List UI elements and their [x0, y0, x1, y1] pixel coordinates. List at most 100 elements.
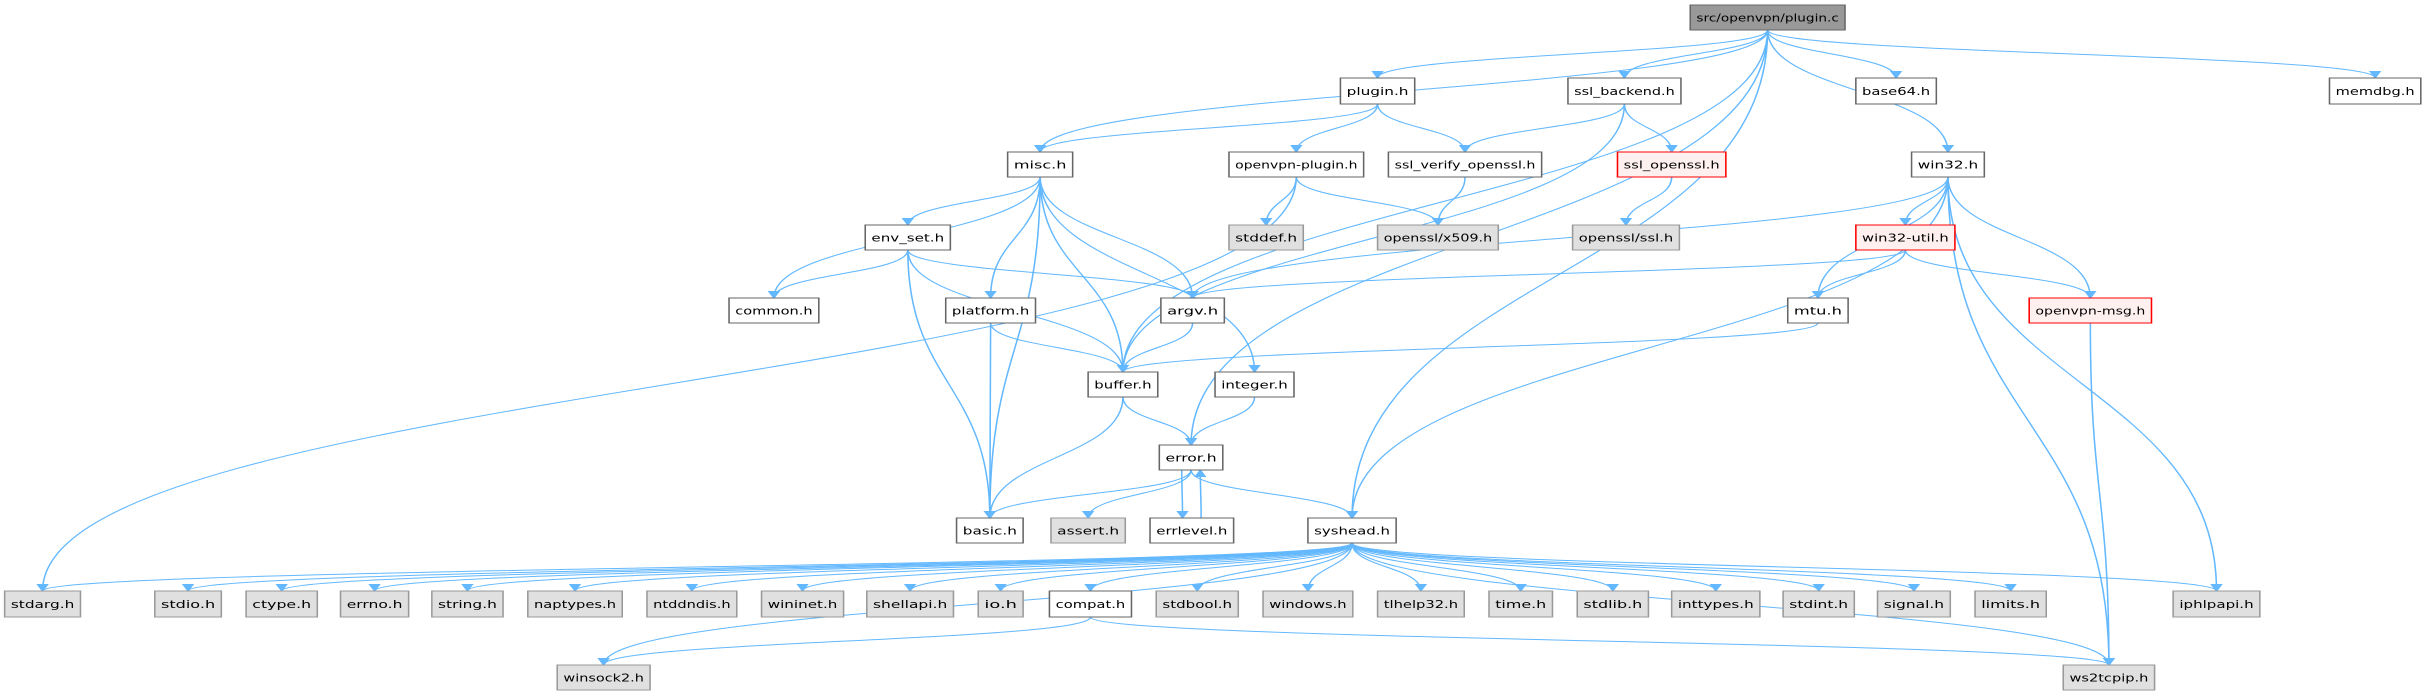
node-box — [3, 590, 82, 618]
edge-plugin_h-to-misc — [1034, 103, 1379, 153]
edge-openvpn_plugin-to-stdarg — [36, 176, 1298, 592]
node-env-set[interactable]: env_set.h — [864, 224, 952, 251]
edge-win32-to-win32_util — [1899, 176, 1949, 226]
edge-misc-to-platform — [984, 176, 1041, 299]
node-box — [1307, 517, 1397, 544]
node-inttypes[interactable]: inttypes.h — [1670, 590, 1761, 618]
node-box — [944, 297, 1037, 324]
edge-platform-to-buffer — [989, 322, 1130, 373]
node-basic[interactable]: basic.h — [955, 517, 1024, 544]
node-ssl-backend[interactable]: ssl_backend.h — [1567, 77, 1682, 105]
node-box — [1974, 590, 2048, 618]
node-box — [2028, 297, 2153, 324]
node-errno[interactable]: errno.h — [339, 590, 410, 618]
node-label: shellapi.h — [873, 599, 947, 611]
node-time[interactable]: time.h — [1488, 590, 1554, 618]
edge-openvpn_plugin-to-stddef — [1259, 176, 1298, 226]
edge-ssl_backend-to-buffer — [1116, 103, 1626, 373]
node-stdio[interactable]: stdio.h — [154, 590, 223, 618]
edge-compat-to-winsock2 — [597, 616, 1092, 666]
node-plugin-c[interactable]: src/openvpn/plugin.c — [1689, 4, 1846, 31]
node-plugin-h[interactable]: plugin.h — [1339, 77, 1416, 105]
node-mtu[interactable]: mtu.h — [1786, 297, 1849, 324]
node-label: win32-util.h — [1862, 232, 1949, 244]
node-ctype[interactable]: ctype.h — [245, 590, 319, 618]
node-wininet[interactable]: wininet.h — [760, 590, 845, 618]
node-box — [1376, 224, 1500, 251]
node-winsock2[interactable]: winsock2.h — [556, 664, 651, 691]
node-compat[interactable]: compat.h — [1048, 590, 1133, 618]
node-base64[interactable]: base64.h — [1855, 77, 1938, 105]
node-misc[interactable]: misc.h — [1006, 151, 1074, 178]
node-label: errno.h — [347, 599, 403, 611]
node-box — [1855, 77, 1938, 105]
node-ssl-openssl[interactable]: ssl_openssl.h — [1616, 151, 1727, 178]
node-label: signal.h — [1884, 599, 1944, 611]
edge-error-to-basic — [983, 469, 1192, 519]
node-errlevel[interactable]: errlevel.h — [1149, 517, 1235, 544]
node-ws2tcpip[interactable]: ws2tcpip.h — [2062, 664, 2156, 691]
node-openvpn-plugin[interactable]: openvpn-plugin.h — [1228, 151, 1365, 178]
node-label: stdio.h — [161, 599, 215, 611]
edges-layer — [36, 29, 2382, 666]
node-limits[interactable]: limits.h — [1974, 590, 2048, 618]
node-label: windows.h — [1269, 599, 1346, 611]
node-stdarg[interactable]: stdarg.h — [3, 590, 82, 618]
node-label: iphlpapi.h — [2179, 599, 2253, 611]
node-argv[interactable]: argv.h — [1160, 297, 1226, 324]
node-box — [864, 224, 952, 251]
node-box — [2172, 590, 2261, 618]
node-label: compat.h — [1056, 599, 1126, 611]
node-box — [1155, 590, 1240, 618]
node-box — [1339, 77, 1416, 105]
node-win32-util[interactable]: win32-util.h — [1855, 224, 1956, 251]
nodes-layer: src/openvpn/plugin.c plugin.h ssl_backend.… — [3, 4, 2422, 691]
node-label: mtu.h — [1794, 305, 1842, 317]
node-io[interactable]: io.h — [977, 590, 1024, 618]
edge-win32-to-iphlpapi — [1947, 176, 2223, 592]
node-x509[interactable]: openssl/x509.h — [1376, 224, 1500, 251]
node-integer[interactable]: integer.h — [1214, 371, 1295, 398]
node-naptypes[interactable]: naptypes.h — [527, 590, 624, 618]
node-buffer[interactable]: buffer.h — [1087, 371, 1159, 398]
node-memdbg[interactable]: memdbg.h — [2328, 77, 2422, 105]
edge-argv-to-buffer — [1116, 322, 1194, 373]
node-box — [1782, 590, 1856, 618]
node-openssl-ssl[interactable]: openssl/ssl.h — [1571, 224, 1681, 251]
node-label: common.h — [735, 305, 812, 317]
node-windows[interactable]: windows.h — [1262, 590, 1354, 618]
node-error[interactable]: error.h — [1158, 444, 1224, 471]
edge-syshead-to-inttypes — [1351, 542, 1722, 592]
node-string[interactable]: string.h — [431, 590, 504, 618]
node-iphlpapi[interactable]: iphlpapi.h — [2172, 590, 2261, 618]
node-ntddndis[interactable]: ntddndis.h — [646, 590, 738, 618]
node-box — [527, 590, 624, 618]
edge-syshead-to-signal — [1351, 542, 1920, 592]
node-box — [866, 590, 955, 618]
node-box — [955, 517, 1024, 544]
node-openvpn-msg[interactable]: openvpn-msg.h — [2028, 297, 2153, 324]
node-box — [339, 590, 410, 618]
node-win32[interactable]: win32.h — [1910, 151, 1986, 178]
node-label: src/openvpn/plugin.c — [1696, 12, 1838, 24]
node-ssl-verify[interactable]: ssl_verify_openssl.h — [1387, 151, 1543, 178]
node-stddef[interactable]: stddef.h — [1228, 224, 1305, 251]
edge-win32_util-to-mtu — [1811, 249, 1907, 299]
node-common[interactable]: common.h — [728, 297, 820, 324]
node-box — [556, 664, 651, 691]
node-label: win32.h — [1918, 159, 1978, 171]
node-assert[interactable]: assert.h — [1050, 517, 1127, 544]
edge-syshead-to-wininet — [796, 542, 1353, 592]
node-box — [431, 590, 504, 618]
node-signal[interactable]: signal.h — [1876, 590, 1952, 618]
node-stdint[interactable]: stdint.h — [1782, 590, 1856, 618]
edge-error-to-syshead — [1190, 469, 1359, 519]
node-stdlib[interactable]: stdlib.h — [1576, 590, 1650, 618]
node-stdbool[interactable]: stdbool.h — [1155, 590, 1240, 618]
node-platform[interactable]: platform.h — [944, 297, 1037, 324]
node-tlhelp32[interactable]: tlhelp32.h — [1376, 590, 1466, 618]
node-shellapi[interactable]: shellapi.h — [866, 590, 955, 618]
node-syshead[interactable]: syshead.h — [1307, 517, 1397, 544]
node-label: stdbool.h — [1162, 599, 1232, 611]
